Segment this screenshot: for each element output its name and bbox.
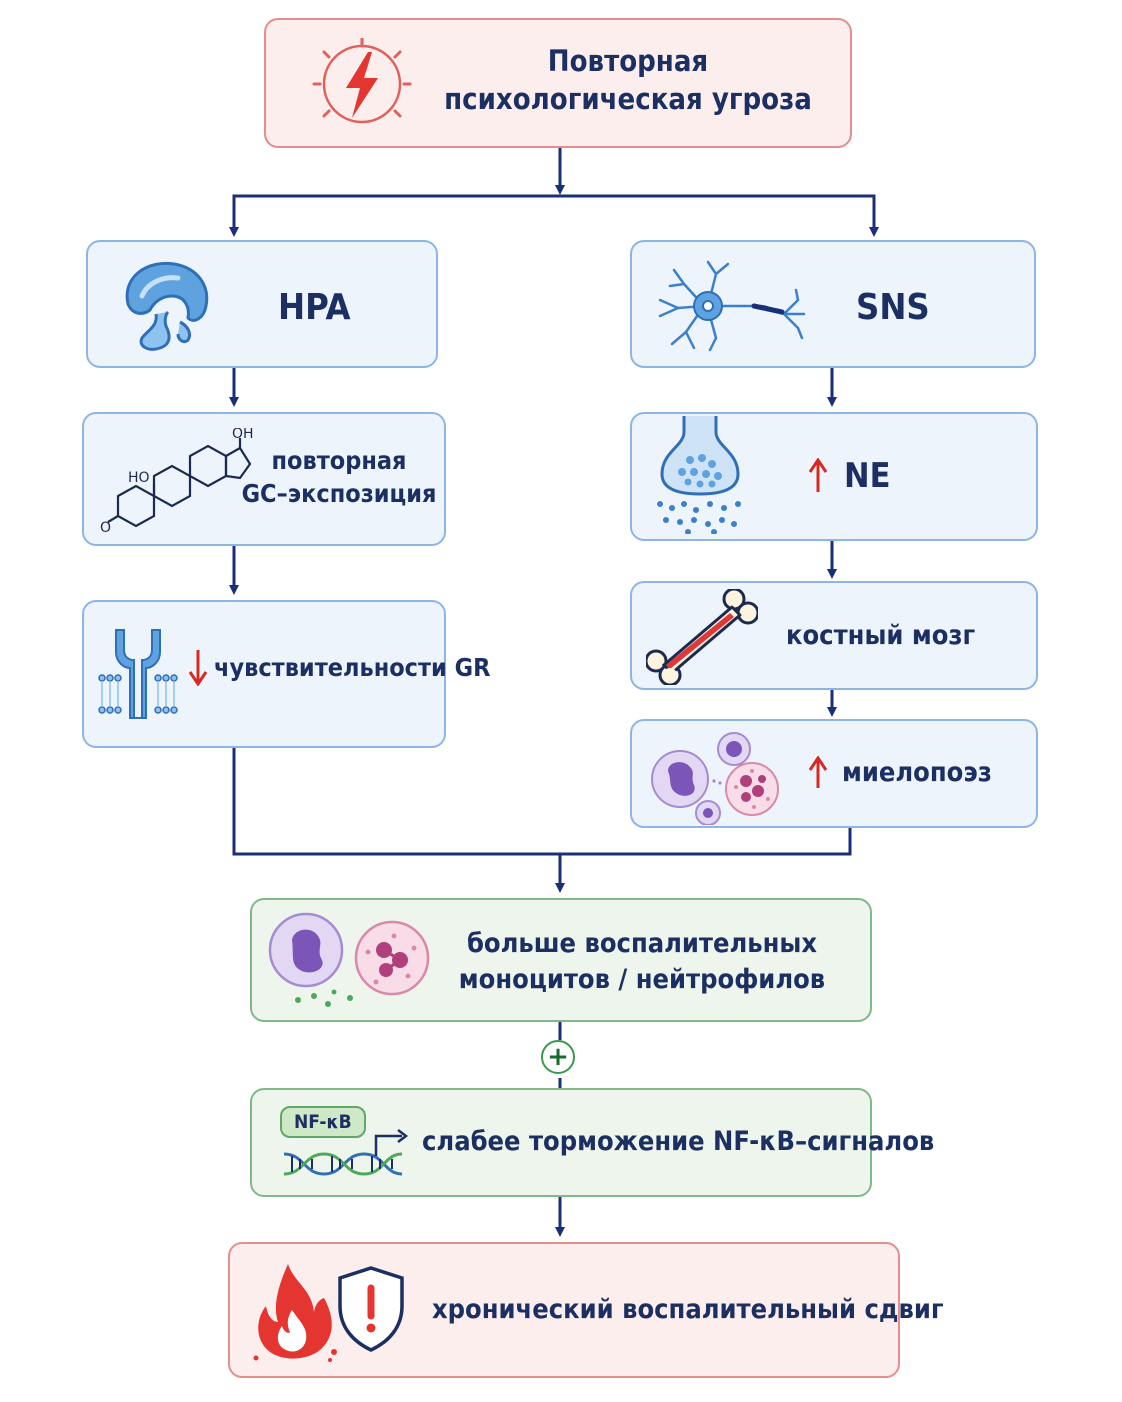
sns-label: SNS (856, 287, 930, 328)
plus-connector: + (541, 1040, 575, 1074)
brain-pituitary-icon (125, 261, 209, 351)
fire-icon (253, 1264, 337, 1362)
gr-sensitivity-box: чувствительности GR (82, 600, 490, 748)
myelopoiesis-box: миелопоэз (630, 719, 1038, 828)
plus-icon: + (547, 1042, 569, 1072)
arrow-up-icon (808, 458, 828, 494)
warning-shield-icon (338, 1266, 404, 1352)
bone-marrow-box: костный мозг (630, 581, 1038, 690)
gc-exposure-box: O HO OH повторная GC–экспозиция (82, 412, 446, 546)
arrow-up-icon (808, 755, 828, 790)
nfkb-box: NF-κB слабее торможение NF-κB–сигналов (250, 1088, 934, 1197)
bone-icon (646, 589, 758, 685)
steroid-molecule-icon: O HO OH (100, 428, 254, 536)
threat-line-1: Повторная (547, 44, 709, 78)
gr-label: чувствительности GR (188, 648, 490, 686)
nfkb-label: слабее торможение NF-κB–сигналов (422, 1126, 935, 1157)
ketone-label: O (100, 520, 111, 536)
chronic-shift-label: хронический воспалительный сдвиг (432, 1294, 944, 1325)
hydroxyl-label-oh: OH (232, 428, 254, 442)
lightning-bolt-icon (312, 38, 412, 124)
inflammatory-cells-label: больше воспалительных моноцитов / нейтро… (452, 926, 832, 997)
gc-line-2: GC–экспозиция (241, 479, 437, 508)
threat-box: Повторная психологическая угроза (264, 18, 852, 148)
arrow-down-icon (188, 648, 208, 686)
gc-exposure-label: повторная GC–экспозиция (236, 444, 442, 510)
blood-cells-icon (651, 732, 779, 825)
hpa-label: HPA (278, 287, 351, 328)
nfkb-badge: NF-κB (280, 1106, 366, 1138)
ne-box: NE (630, 412, 1038, 541)
neuron-icon (658, 260, 806, 352)
gc-line-1: повторная (271, 446, 407, 475)
cells-line-2: моноцитов / нейтрофилов (458, 963, 826, 995)
synapse-vesicles-icon (657, 416, 741, 534)
threat-label: Повторная психологическая угроза (438, 42, 818, 119)
sns-box: SNS (630, 240, 1036, 368)
inflammatory-cells-box: больше воспалительных моноцитов / нейтро… (250, 898, 872, 1022)
cells-line-1: больше воспалительных (466, 928, 818, 959)
ne-label: NE (808, 454, 891, 499)
chronic-shift-box: хронический воспалительный сдвиг (228, 1242, 944, 1378)
dna-icon (283, 1152, 403, 1176)
bone-marrow-label: костный мозг (786, 620, 976, 651)
receptor-membrane-icon (98, 629, 178, 719)
gr-text: чувствительности GR (214, 652, 491, 682)
hpa-box: HPA (86, 240, 438, 368)
hydroxyl-label-ho: HO (128, 470, 150, 486)
threat-line-2: психологическая угроза (444, 82, 812, 117)
ne-text: NE (844, 456, 891, 496)
myelopoiesis-label: миелопоэз (808, 755, 992, 791)
monocyte-neutrophil-icon (268, 912, 430, 1007)
transcription-arrow-icon (374, 1129, 409, 1156)
myelopoiesis-text: миелопоэз (842, 757, 992, 788)
